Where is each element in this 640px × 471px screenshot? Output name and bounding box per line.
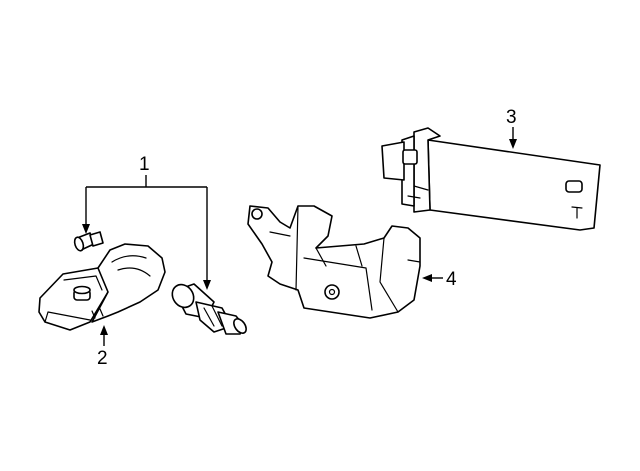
callout-1-label: 1 bbox=[139, 154, 150, 175]
callout-4-label: 4 bbox=[446, 269, 457, 290]
valve-stem-screw bbox=[73, 231, 104, 252]
module-mounting-bracket bbox=[247, 205, 421, 319]
tire-pressure-sensor bbox=[38, 243, 166, 331]
callout-3-label: 3 bbox=[506, 107, 517, 128]
callout-1-leader bbox=[82, 175, 211, 290]
valve-stem bbox=[171, 283, 247, 335]
callout-3-leader bbox=[509, 127, 517, 149]
callout-2-leader bbox=[100, 325, 108, 346]
callout-2-label: 2 bbox=[97, 348, 108, 369]
callout-4-leader bbox=[422, 274, 443, 282]
tpms-control-module bbox=[381, 127, 601, 231]
